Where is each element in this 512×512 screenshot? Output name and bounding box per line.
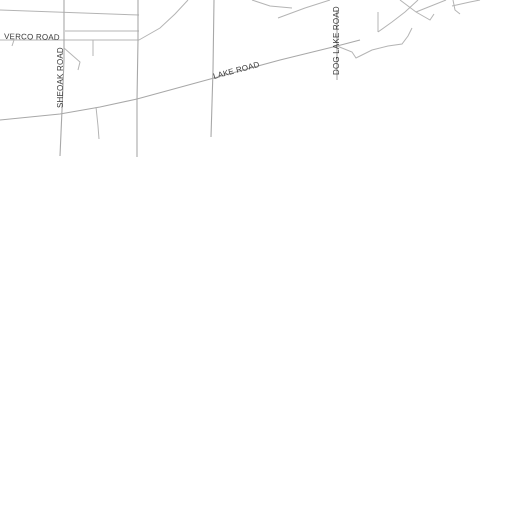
road-right-short [452,0,461,15]
label-verco-road: VERCO ROAD [4,32,60,42]
road-diagonal-top [138,0,189,41]
road-right-diagonal-1 [377,0,419,33]
road-lake-spur [95,106,100,140]
road-vertical-214 [210,0,215,138]
road-verco-spur [11,39,15,47]
road-right-diagonal-3 [415,0,447,13]
road-lake [0,39,361,121]
road-upper-2 [277,0,331,19]
road-right-winding [336,27,413,59]
road-vertical-138 [136,0,139,157]
road-sheoak [59,0,65,157]
road-right-diagonal-2 [399,0,435,21]
label-sheoak-road: SHEOAK ROAD [56,47,65,108]
road-top-left-1 [0,9,140,16]
road-upper-1 [251,0,293,9]
label-dog-lake-road: DOG LAKE ROAD [332,6,341,75]
road-sheoak-branch [63,47,81,71]
road-right-curve [451,0,481,7]
